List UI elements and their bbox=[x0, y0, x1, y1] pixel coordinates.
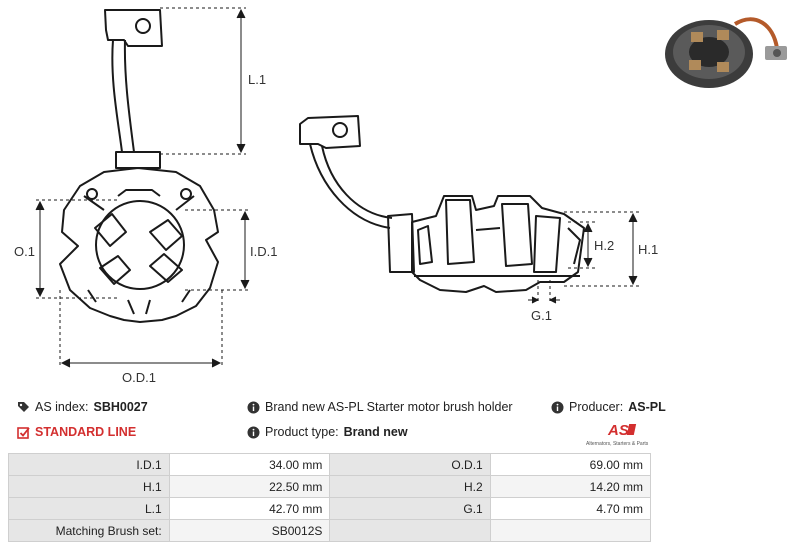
product-type-label: Product type: bbox=[265, 425, 339, 439]
description: Brand new AS-PL Starter motor brush hold… bbox=[246, 400, 513, 414]
standard-line-text: STANDARD LINE bbox=[35, 425, 137, 439]
spec-label: H.1 bbox=[8, 475, 170, 498]
label-id1: I.D.1 bbox=[250, 244, 277, 259]
table-row: H.1 22.50 mm H.2 14.20 mm bbox=[8, 475, 652, 498]
checkbox-icon bbox=[16, 425, 30, 439]
lead-wire bbox=[111, 39, 135, 153]
spec-value: SB0012S bbox=[168, 519, 331, 542]
table-row: L.1 42.70 mm G.1 4.70 mm bbox=[8, 497, 652, 520]
svg-text:Alternators, Starters & Parts: Alternators, Starters & Parts bbox=[586, 441, 649, 447]
brush-box-4 bbox=[149, 253, 183, 283]
description-text: Brand new AS-PL Starter motor brush hold… bbox=[265, 400, 513, 414]
table-row: Matching Brush set: SB0012S bbox=[8, 519, 652, 542]
specs-table: I.D.1 34.00 mm O.D.1 69.00 mm H.1 22.50 … bbox=[8, 453, 652, 542]
standard-line-badge: STANDARD LINE bbox=[16, 425, 136, 439]
producer-label: Producer: bbox=[569, 400, 624, 414]
as-pl-logo: AS Alternators, Starters & Parts bbox=[586, 422, 649, 447]
producer: Producer: AS-PL bbox=[550, 400, 666, 414]
tag-icon bbox=[16, 400, 30, 414]
spec-value: 4.70 mm bbox=[489, 497, 652, 520]
table-row: I.D.1 34.00 mm O.D.1 69.00 mm bbox=[8, 453, 652, 476]
spec-value bbox=[489, 519, 652, 542]
spec-label: O.D.1 bbox=[329, 453, 491, 476]
spec-value: 22.50 mm bbox=[168, 475, 331, 498]
brush-box-1 bbox=[94, 213, 127, 247]
info-icon bbox=[550, 400, 564, 414]
spec-value: 69.00 mm bbox=[489, 453, 652, 476]
spec-value: 14.20 mm bbox=[489, 475, 652, 498]
spec-label: G.1 bbox=[329, 497, 491, 520]
product-type-value: Brand new bbox=[343, 425, 408, 439]
label-od1: O.D.1 bbox=[122, 370, 156, 385]
technical-drawing: L.1 O.1 I.D.1 O.D.1 H.2 H.1 G.1 bbox=[14, 7, 658, 385]
spec-label: Matching Brush set: bbox=[8, 519, 170, 542]
brush-box-3 bbox=[99, 255, 131, 285]
label-g1: G.1 bbox=[531, 308, 552, 323]
spec-label: H.2 bbox=[329, 475, 491, 498]
svg-text:AS: AS bbox=[607, 422, 629, 439]
label-o1: O.1 bbox=[14, 244, 35, 259]
spec-label: I.D.1 bbox=[8, 453, 170, 476]
label-l1: L.1 bbox=[248, 72, 266, 87]
as-index-value: SBH0027 bbox=[93, 400, 148, 414]
spec-value: 34.00 mm bbox=[168, 453, 331, 476]
spec-label: L.1 bbox=[8, 497, 170, 520]
producer-value: AS-PL bbox=[628, 400, 666, 414]
side-body bbox=[411, 195, 585, 293]
product-photo bbox=[665, 17, 787, 88]
product-info: AS index: SBH0027 STANDARD LINE Brand ne… bbox=[0, 398, 800, 450]
as-index-label: AS index: bbox=[35, 400, 89, 414]
label-h2: H.2 bbox=[594, 238, 614, 253]
spec-value: 42.70 mm bbox=[168, 497, 331, 520]
side-lead-wire bbox=[309, 143, 393, 229]
spec-label bbox=[329, 519, 491, 542]
brush-box-2 bbox=[149, 219, 183, 251]
brush-holder-body bbox=[59, 167, 219, 323]
info-icon bbox=[246, 425, 260, 439]
side-terminal-lug bbox=[299, 115, 361, 149]
label-h1: H.1 bbox=[638, 242, 658, 257]
as-index: AS index: SBH0027 bbox=[16, 400, 148, 414]
product-type: Product type: Brand new bbox=[246, 425, 408, 439]
info-icon bbox=[246, 400, 260, 414]
terminal-lug bbox=[104, 9, 163, 47]
